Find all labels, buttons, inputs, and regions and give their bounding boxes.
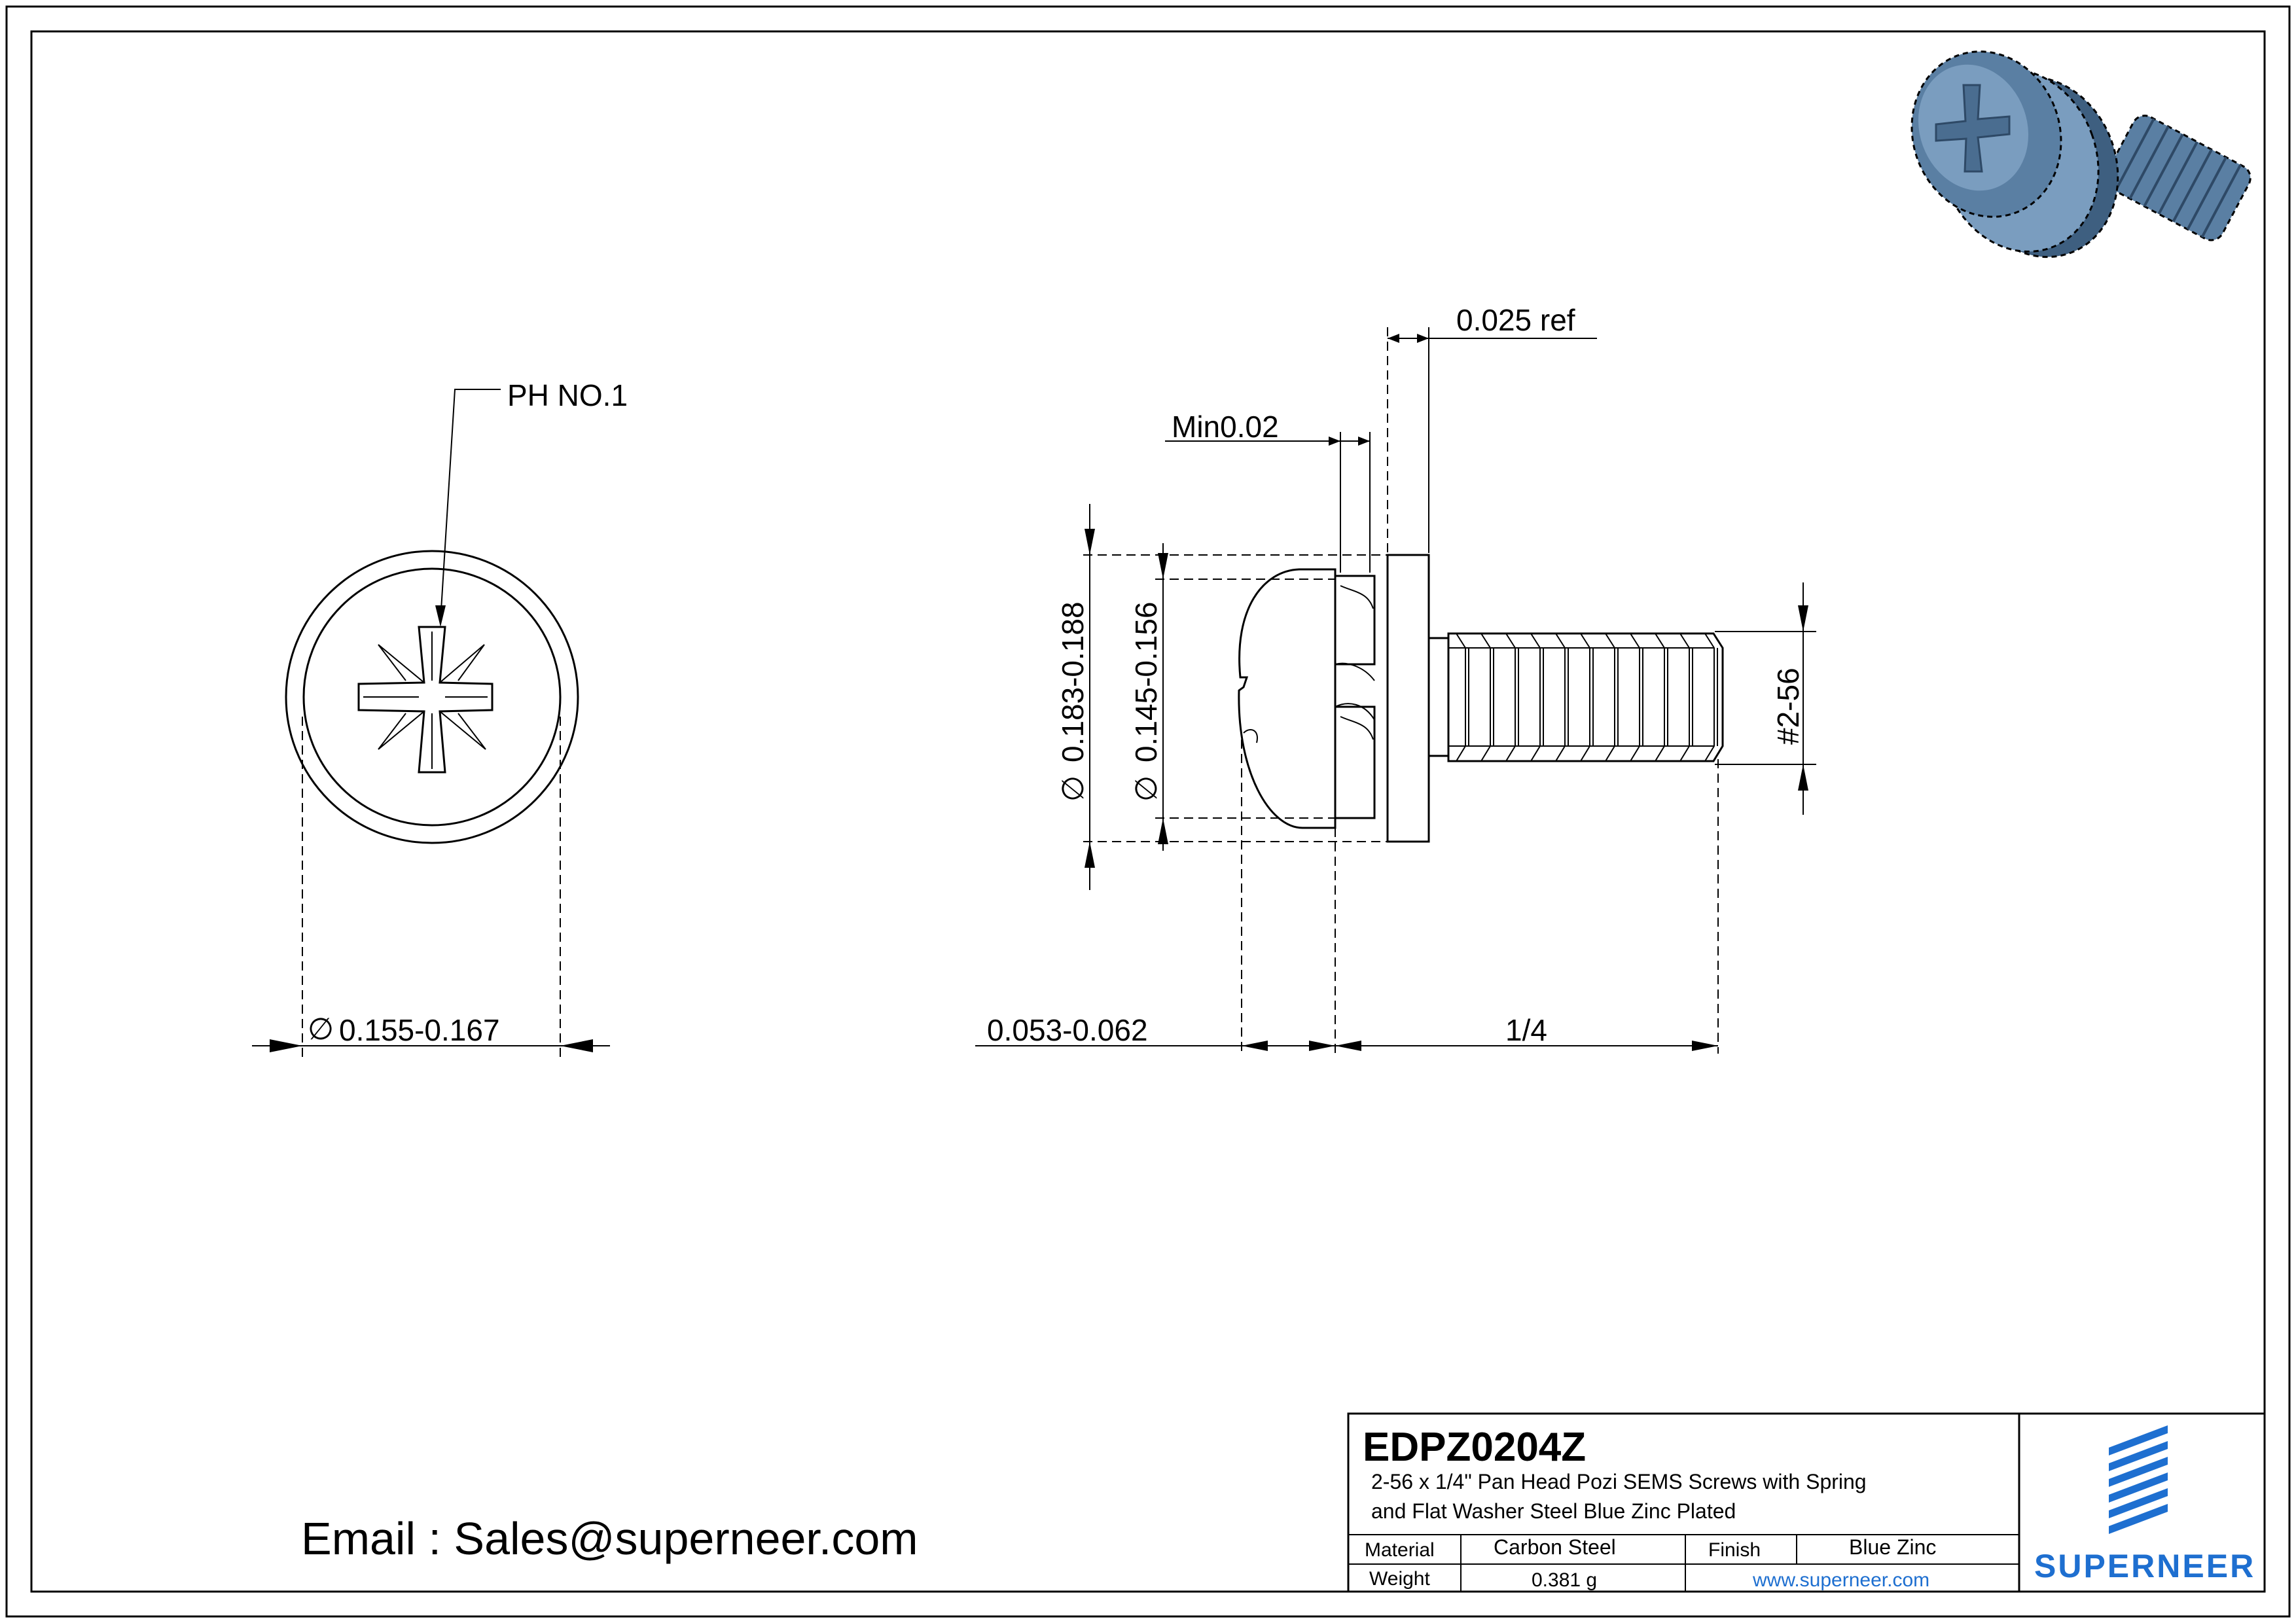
- thread-crest: [1655, 633, 1665, 762]
- thread-lines: [1456, 633, 1718, 762]
- weight-value: 0.381 g: [1532, 1569, 1597, 1591]
- spring-gap-label: Min0.02: [1172, 410, 1279, 444]
- email-text: Email : Sales@superneer.com: [301, 1513, 918, 1564]
- thread-crest: [1480, 633, 1491, 762]
- thread-crest: [1555, 633, 1566, 762]
- thread-crest: [1605, 633, 1615, 762]
- thread-crest: [1530, 633, 1541, 762]
- weight-label: Weight: [1369, 1568, 1430, 1590]
- inner-border: [30, 30, 2266, 1593]
- website-link[interactable]: www.superneer.com: [1752, 1569, 1929, 1591]
- finish-value: Blue Zinc: [1849, 1535, 1936, 1559]
- brand-name: SUPERNEER: [2034, 1548, 2255, 1584]
- outer-washer-diameter-label: 0.183-0.188: [1056, 601, 1090, 762]
- part-number: EDPZ0204Z: [1363, 1425, 1586, 1470]
- description-line-2: and Flat Washer Steel Blue Zinc Plated: [1371, 1499, 1736, 1523]
- inner-washer-diameter-label: 0.145-0.156: [1129, 601, 1163, 762]
- thread-label: #2-56: [1771, 668, 1805, 745]
- material-value: Carbon Steel: [1494, 1535, 1616, 1559]
- top-view: PH NO.1 ∅ 0.155-0.167: [252, 378, 628, 1060]
- description-line-1: 2-56 x 1/4" Pan Head Pozi SEMS Screws wi…: [1371, 1470, 1867, 1493]
- title-block: EDPZ0204Z 2-56 x 1/4" Pan Head Pozi SEMS…: [1347, 1412, 2266, 1593]
- stripes-logo-icon: [2109, 1425, 2168, 1534]
- thread-crest: [1630, 633, 1640, 762]
- head-height-label: 0.053-0.062: [987, 1013, 1148, 1047]
- length-label: 1/4: [1505, 1013, 1547, 1047]
- drive-label: PH NO.1: [507, 378, 628, 412]
- thread-crest: [1580, 633, 1590, 762]
- washer-thickness-label: 0.025 ref: [1456, 303, 1575, 337]
- head-diameter-label: 0.155-0.167: [339, 1013, 500, 1047]
- side-view: Min0.02 0.025 ref 0.183-0.188 ∅ 0.145-0.…: [975, 303, 1816, 1054]
- screw-3d-render: [1910, 50, 2251, 259]
- thread-crest: [1704, 633, 1715, 762]
- outer-border: [5, 5, 2291, 1618]
- material-label: Material: [1365, 1539, 1435, 1561]
- diameter-symbol-inner: ∅: [1129, 776, 1163, 802]
- thread-crest: [1505, 633, 1516, 762]
- diameter-symbol-outer: ∅: [1056, 776, 1090, 802]
- diameter-symbol-head: ∅: [308, 1012, 334, 1046]
- thread-crest: [1679, 633, 1690, 762]
- finish-label: Finish: [1708, 1539, 1761, 1561]
- thread-crest: [1456, 633, 1466, 762]
